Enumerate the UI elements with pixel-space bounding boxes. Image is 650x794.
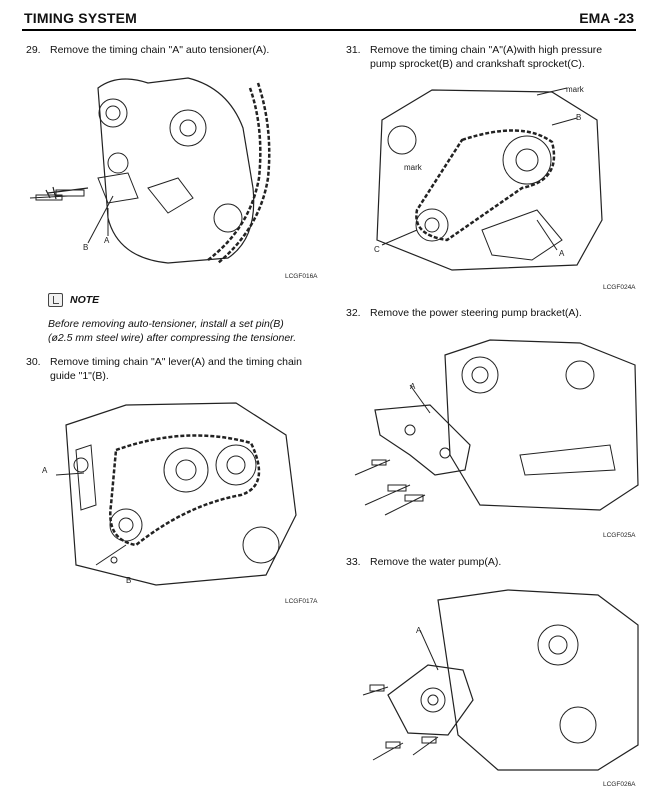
step-number: 32. (346, 307, 361, 319)
step-text-line-2: pump sprocket(B) and crankshaft sprocket… (370, 58, 585, 70)
step-text-line-1: Remove timing chain "A" lever(A) and the… (50, 356, 302, 368)
figure-ps-bracket: A (350, 335, 640, 525)
figure-code: LCGF017A (285, 598, 318, 605)
step-text: Remove timing chain "A" lever(A) and the… (50, 355, 302, 383)
note-title: NOTE (70, 294, 100, 306)
callout-a: A (416, 626, 422, 635)
callout-a: A (42, 466, 48, 475)
figure-code: LCGF025A (603, 532, 636, 539)
page-number: EMA -23 (579, 10, 634, 26)
figure-water-pump: A (358, 585, 640, 773)
section-title: TIMING SYSTEM (24, 10, 138, 26)
step-number: 30. (26, 356, 41, 368)
note-line-1: Before removing auto-tensioner, install … (48, 318, 284, 330)
note-box: NOTE Before removing auto-tensioner, ins… (22, 293, 322, 345)
step-number: 29. (26, 44, 41, 56)
callout-b: B (83, 243, 88, 252)
step-32: 32. Remove the power steering pump brack… (346, 306, 636, 322)
figure-code: LCGF026A (603, 781, 636, 788)
figure-chain-lever: A B (36, 395, 326, 590)
figure-tensioner: B A (28, 68, 318, 268)
note-line-2: (ø2.5 mm steel wire) after compressing t… (48, 332, 297, 344)
callout-c: C (374, 245, 380, 254)
figure-chain-sprockets: mark B mark C A (362, 80, 622, 275)
step-text: Remove the timing chain "A" auto tension… (50, 44, 270, 56)
step-text: Remove the water pump(A). (370, 556, 502, 568)
step-31: 31. Remove the timing chain "A"(A)with h… (346, 43, 636, 73)
note-icon (48, 293, 63, 307)
figure-code: LCGF016A (285, 273, 318, 280)
step-text-line-2: guide "1"(B). (50, 370, 109, 382)
step-text: Remove the timing chain "A"(A)with high … (370, 43, 602, 71)
callout-b: B (576, 113, 581, 122)
step-30: 30. Remove timing chain "A" lever(A) and… (26, 355, 326, 385)
step-text-line-1: Remove the timing chain "A"(A)with high … (370, 44, 603, 56)
callout-mark-lower: mark (404, 163, 423, 172)
step-33: 33. Remove the water pump(A). (346, 555, 636, 571)
step-text: Remove the power steering pump bracket(A… (370, 307, 582, 319)
callout-mark-top: mark (566, 85, 585, 94)
page-header: TIMING SYSTEM EMA -23 (22, 8, 634, 30)
figure-code: LCGF024A (603, 284, 636, 291)
step-29: 29. Remove the timing chain "A" auto ten… (26, 43, 326, 59)
callout-a: A (559, 249, 565, 258)
note-text: Before removing auto-tensioner, install … (48, 317, 320, 345)
callout-a: A (104, 236, 110, 245)
callout-a: A (410, 382, 416, 391)
callout-b: B (126, 576, 131, 585)
step-number: 33. (346, 556, 361, 568)
header-divider (22, 29, 636, 31)
step-number: 31. (346, 44, 361, 56)
